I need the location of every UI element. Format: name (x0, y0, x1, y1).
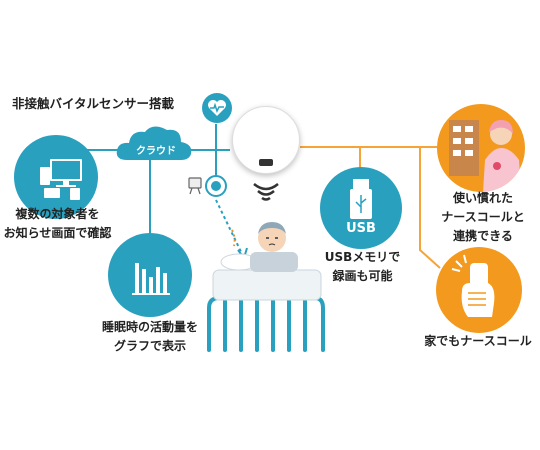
hand-call-button-icon (451, 254, 495, 317)
orange-line-home (419, 147, 441, 269)
usb-circle: USB (320, 167, 402, 249)
usb-label: USB (346, 221, 376, 236)
bar-chart-circle (108, 233, 192, 317)
nurse-icon (449, 120, 521, 192)
page-title: 非接触バイタルセンサー搭載 (12, 96, 175, 111)
devices-icon-circle (14, 135, 98, 219)
camera-icon (188, 175, 227, 197)
sensor-device (232, 106, 300, 174)
devices-icon (40, 159, 82, 200)
patient-icon (250, 222, 298, 272)
sensor-lens (259, 159, 273, 166)
feature-nurse-call: 使い慣れた ナースコールと 連携できる (441, 191, 525, 243)
wifi-signal-icon (253, 183, 279, 201)
feature-pc-notify: 複数の対象者を お知らせ画面で確認 (3, 207, 112, 240)
usb-stick-icon (350, 179, 372, 219)
feature-usb-record: USBメモリで 録画も可能 (324, 250, 401, 283)
nurse-call-circle (437, 104, 525, 192)
home-call-circle (436, 247, 522, 333)
bar-chart-icon (132, 263, 170, 295)
cloud-label: クラウド (136, 146, 176, 157)
feature-sleep-graph: 睡眠時の活動量を グラフで表示 (101, 320, 198, 353)
heart-pulse-icon (202, 93, 232, 123)
feature-home-call: 家でもナースコール (424, 334, 532, 348)
bed-icon (207, 253, 325, 352)
cloud-icon (116, 126, 192, 160)
